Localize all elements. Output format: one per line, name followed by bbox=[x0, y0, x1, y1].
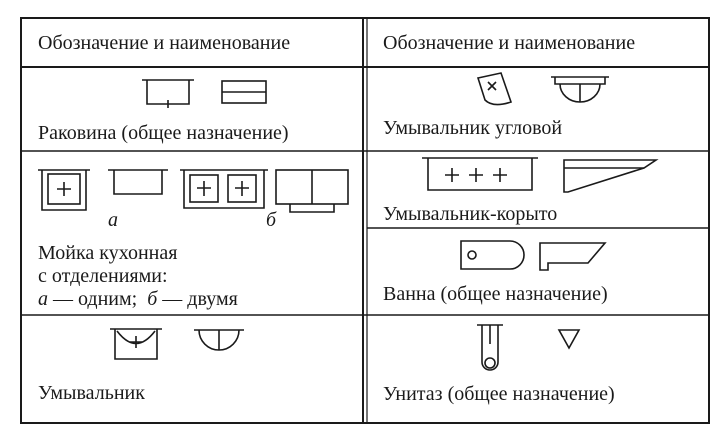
kitchen-sink-label-2: с отделениями: bbox=[38, 265, 168, 287]
trough-washbasin-label: Умывальник-корыто bbox=[383, 203, 558, 225]
header-left: Обозначение и наименование bbox=[38, 32, 291, 54]
washbasin-symbol bbox=[110, 328, 244, 360]
kitchen-sink-symbol bbox=[38, 169, 349, 213]
kitchen-sink-variant-a: а bbox=[108, 209, 118, 231]
trough-washbasin-symbol bbox=[422, 157, 659, 193]
washbasin-label: Умывальник bbox=[38, 382, 145, 404]
kitchen-sink-variant-b: б bbox=[266, 209, 277, 231]
bathtub-label: Ванна (общее назначение) bbox=[383, 283, 608, 305]
header-right: Обозначение и наименование bbox=[383, 32, 636, 54]
kitchen-sink-label-1: Мойка кухонная bbox=[38, 242, 178, 264]
bathtub-symbol bbox=[460, 240, 607, 271]
kitchen-sink-label-3: а — одним; б — двумя bbox=[38, 288, 238, 310]
toilet-label: Унитаз (общее назначение) bbox=[383, 383, 615, 405]
sink-symbol bbox=[142, 79, 267, 108]
toilet-symbol bbox=[477, 324, 581, 371]
sink-label: Раковина (общее назначение) bbox=[38, 122, 289, 144]
corner-washbasin-label: Умывальник угловой bbox=[383, 117, 563, 139]
corner-washbasin-symbol bbox=[476, 72, 609, 106]
